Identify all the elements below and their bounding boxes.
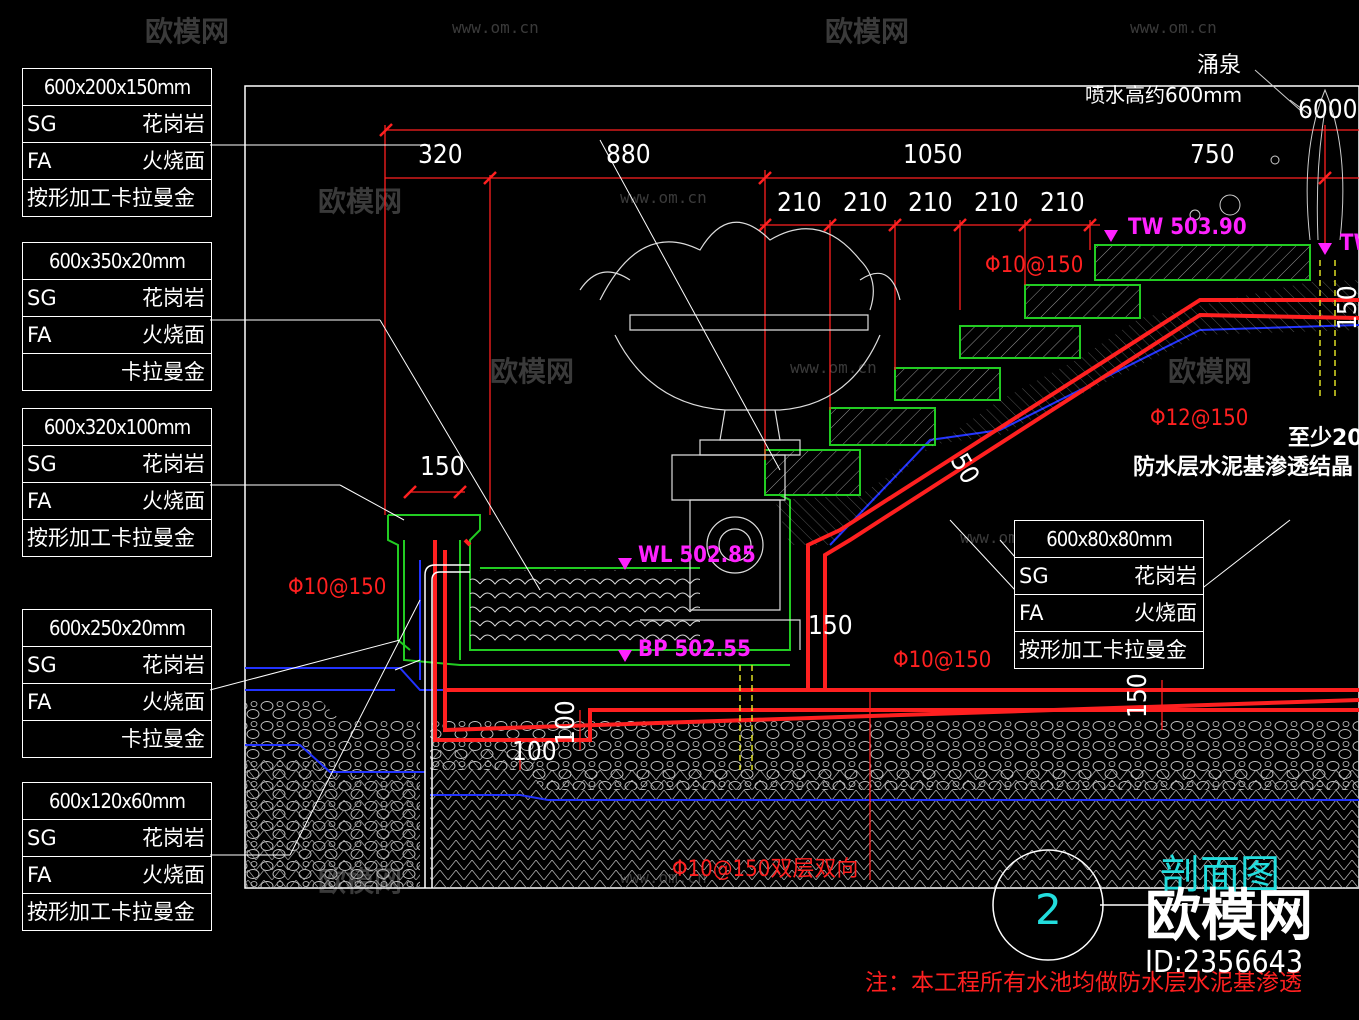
earth-left	[245, 760, 420, 888]
dim-210: 210	[908, 188, 953, 218]
concrete-fill	[775, 280, 1359, 545]
dim-750: 750	[1190, 140, 1235, 170]
dimension-labels: 320 880 1050 750 210 210 210 210 210 150…	[418, 95, 1359, 767]
legend-material: 火烧面	[142, 863, 205, 887]
stone-steps	[764, 244, 1311, 496]
section-number: 2	[1035, 885, 1062, 934]
legend-material: 火烧面	[142, 323, 205, 347]
legend-material: 按形加工卡拉曼金	[1019, 638, 1187, 662]
legend-material: 卡拉曼金	[121, 360, 205, 384]
legend-code: SG	[27, 112, 57, 136]
planter-urn	[579, 221, 901, 650]
legend-material: 火烧面	[142, 690, 205, 714]
rebar-label: Φ10@150	[288, 575, 386, 600]
annotation-notes: 涌泉 喷水高约600mm 至少20m 防水层水泥基渗透结晶	[1085, 53, 1359, 480]
note-fountain: 涌泉	[1197, 53, 1241, 78]
note-waterproof-depth: 至少20m	[1288, 426, 1359, 451]
legend-material: 花岗岩	[142, 112, 205, 136]
dim-210: 210	[1040, 188, 1085, 218]
legend-material: 按形加工卡拉曼金	[27, 186, 195, 210]
legend-material: 花岗岩	[142, 653, 205, 677]
legend-material: 火烧面	[1134, 601, 1197, 625]
gravel-right	[430, 720, 1359, 790]
water-waves	[470, 570, 700, 648]
legend-size: 600x350x20mm	[23, 243, 211, 280]
legend-size: 600x320x100mm	[23, 409, 211, 446]
dim-880: 880	[606, 140, 651, 170]
legend-size: 600x200x150mm	[23, 69, 211, 106]
dim-100: 100	[512, 737, 557, 767]
dimension-ticks	[379, 123, 1332, 499]
fountain-spray	[1189, 69, 1344, 241]
dim-100-vertical: 100	[551, 700, 581, 745]
legend-code: FA	[27, 863, 52, 887]
section-title: 剖面图	[1160, 852, 1280, 898]
rebar-label: Φ10@150双层双向	[672, 857, 858, 882]
legend-material: 火烧面	[142, 489, 205, 513]
legend-table-right: 600x80x80mm SG 花岗岩 FA 火烧面 按形加工卡拉曼金	[1014, 520, 1204, 669]
legend-size: 600x80x80mm	[1015, 521, 1203, 558]
watermark-id: ID:2356643	[1145, 945, 1303, 980]
legend-code: FA	[27, 690, 52, 714]
note-waterproof: 防水层水泥基渗透结晶	[1133, 454, 1353, 480]
level-labels: TW 503.90 TW WL 502.85 BP 502.55	[638, 215, 1359, 662]
watermark-brand-large: 欧模网	[1145, 884, 1313, 949]
dim-6000: 6000	[1298, 95, 1358, 125]
legend-material: 花岗岩	[1134, 564, 1197, 588]
legend-code: FA	[1019, 601, 1044, 625]
dim-210: 210	[843, 188, 888, 218]
level-tw: TW 503.90	[1128, 215, 1247, 240]
legend-material: 火烧面	[142, 149, 205, 173]
overflow-pipe	[424, 564, 470, 888]
legend-code: SG	[27, 653, 57, 677]
rebar-lines	[433, 298, 1359, 742]
rebar-label: Φ10@150	[985, 253, 1083, 278]
legend-table-5: 600x120x60mm SG 花岗岩 FA 火烧面 按形加工卡拉曼金	[22, 782, 212, 931]
dim-210: 210	[777, 188, 822, 218]
legend-material: 花岗岩	[142, 826, 205, 850]
legend-code: SG	[27, 452, 57, 476]
dim-210: 210	[974, 188, 1019, 218]
legend-code: FA	[27, 489, 52, 513]
legend-material: 卡拉曼金	[121, 727, 205, 751]
footer-note: 注：本工程所有水池均做防水层水泥基渗透	[865, 970, 1302, 996]
dim-150-vertical: 150	[1333, 285, 1359, 330]
dim-150: 150	[808, 611, 853, 641]
rebar-labels: Φ10@150 Φ10@150 Φ12@150 Φ10@150 Φ10@150双…	[288, 253, 1248, 882]
dim-50: 50	[944, 449, 985, 490]
legend-code: SG	[1019, 564, 1049, 588]
legend-material: 花岗岩	[142, 286, 205, 310]
level-tw-partial: TW	[1340, 231, 1359, 256]
legend-table-2: 600x350x20mm SG 花岗岩 FA 火烧面 卡拉曼金	[22, 242, 212, 391]
dim-150-vertical: 150	[1123, 673, 1153, 718]
legend-table-1: 600x200x150mm SG 花岗岩 FA 火烧面 按形加工卡拉曼金	[22, 68, 212, 217]
legend-material: 按形加工卡拉曼金	[27, 900, 195, 924]
rebar-label: Φ10@150	[893, 648, 991, 673]
level-wl: WL 502.85	[638, 543, 756, 568]
dim-1050: 1050	[903, 140, 963, 170]
legend-code: FA	[27, 149, 52, 173]
legend-table-3: 600x320x100mm SG 花岗岩 FA 火烧面 按形加工卡拉曼金	[22, 408, 212, 557]
legend-size: 600x250x20mm	[23, 610, 211, 647]
legend-code: FA	[27, 323, 52, 347]
level-markers	[618, 230, 1332, 662]
drain-pipe	[739, 260, 1336, 770]
legend-table-4: 600x250x20mm SG 花岗岩 FA 火烧面 卡拉曼金	[22, 609, 212, 758]
note-spray-height: 喷水高约600mm	[1085, 83, 1242, 107]
rebar-label: Φ12@150	[1150, 406, 1248, 431]
legend-code: SG	[27, 286, 57, 310]
legend-code: SG	[27, 826, 57, 850]
legend-material: 花岗岩	[142, 452, 205, 476]
legend-size: 600x120x60mm	[23, 783, 211, 820]
dim-320: 320	[418, 140, 463, 170]
dim-150: 150	[420, 452, 465, 482]
legend-material: 按形加工卡拉曼金	[27, 526, 195, 550]
level-bp: BP 502.55	[638, 637, 751, 662]
